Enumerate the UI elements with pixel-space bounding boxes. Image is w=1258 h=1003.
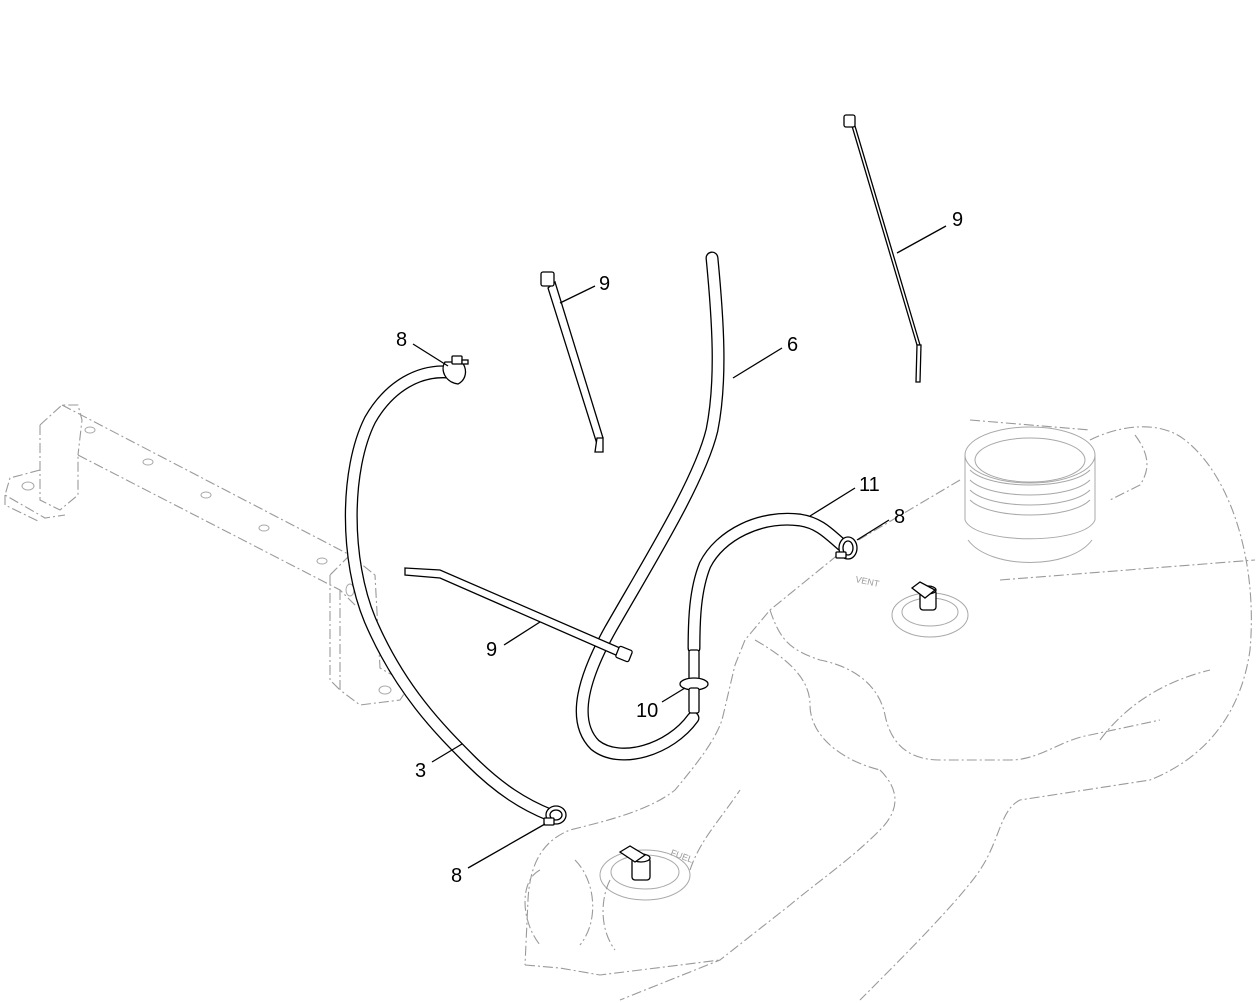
callout-6: 6 xyxy=(732,334,798,379)
callout-9-middle: 9 xyxy=(486,621,541,661)
cable-tie-top-left xyxy=(540,271,604,453)
callout-9-top-left: 9 xyxy=(559,273,610,304)
vent-fitting xyxy=(910,581,937,611)
callout-8-right: 8 xyxy=(856,506,905,541)
callout-8-top: 8 xyxy=(396,329,449,367)
callout-label: 9 xyxy=(486,639,497,661)
callout-label: 8 xyxy=(451,865,462,887)
callout-label: 10 xyxy=(636,700,658,722)
callout-label: 9 xyxy=(952,209,963,231)
vent-valve-10 xyxy=(679,649,709,714)
callout-10: 10 xyxy=(636,687,686,722)
callout-label: 3 xyxy=(415,760,426,782)
hose-11 xyxy=(687,512,849,655)
fuel-fitting xyxy=(618,845,651,881)
callout-label: 9 xyxy=(599,273,610,295)
callout-9-top-right: 9 xyxy=(896,209,963,254)
hose-clamp-bottom xyxy=(543,805,567,826)
hose-clamp-right xyxy=(835,536,858,560)
callout-11: 11 xyxy=(809,474,880,517)
fuel-tank-ghost: VENT FUEL xyxy=(524,419,1256,1001)
callout-label: 6 xyxy=(787,334,798,356)
callout-label: 8 xyxy=(894,506,905,528)
cable-tie-top-right xyxy=(843,114,922,383)
hose-clamp-top xyxy=(442,355,469,385)
hose-6 xyxy=(575,251,725,761)
vent-marking: VENT xyxy=(855,574,881,589)
callout-label: 8 xyxy=(396,329,407,351)
callout-3: 3 xyxy=(415,743,463,782)
callout-label: 11 xyxy=(859,474,880,496)
cable-tie-middle xyxy=(404,567,633,663)
callout-8-bottom: 8 xyxy=(451,823,546,887)
hose-3 xyxy=(344,365,557,822)
